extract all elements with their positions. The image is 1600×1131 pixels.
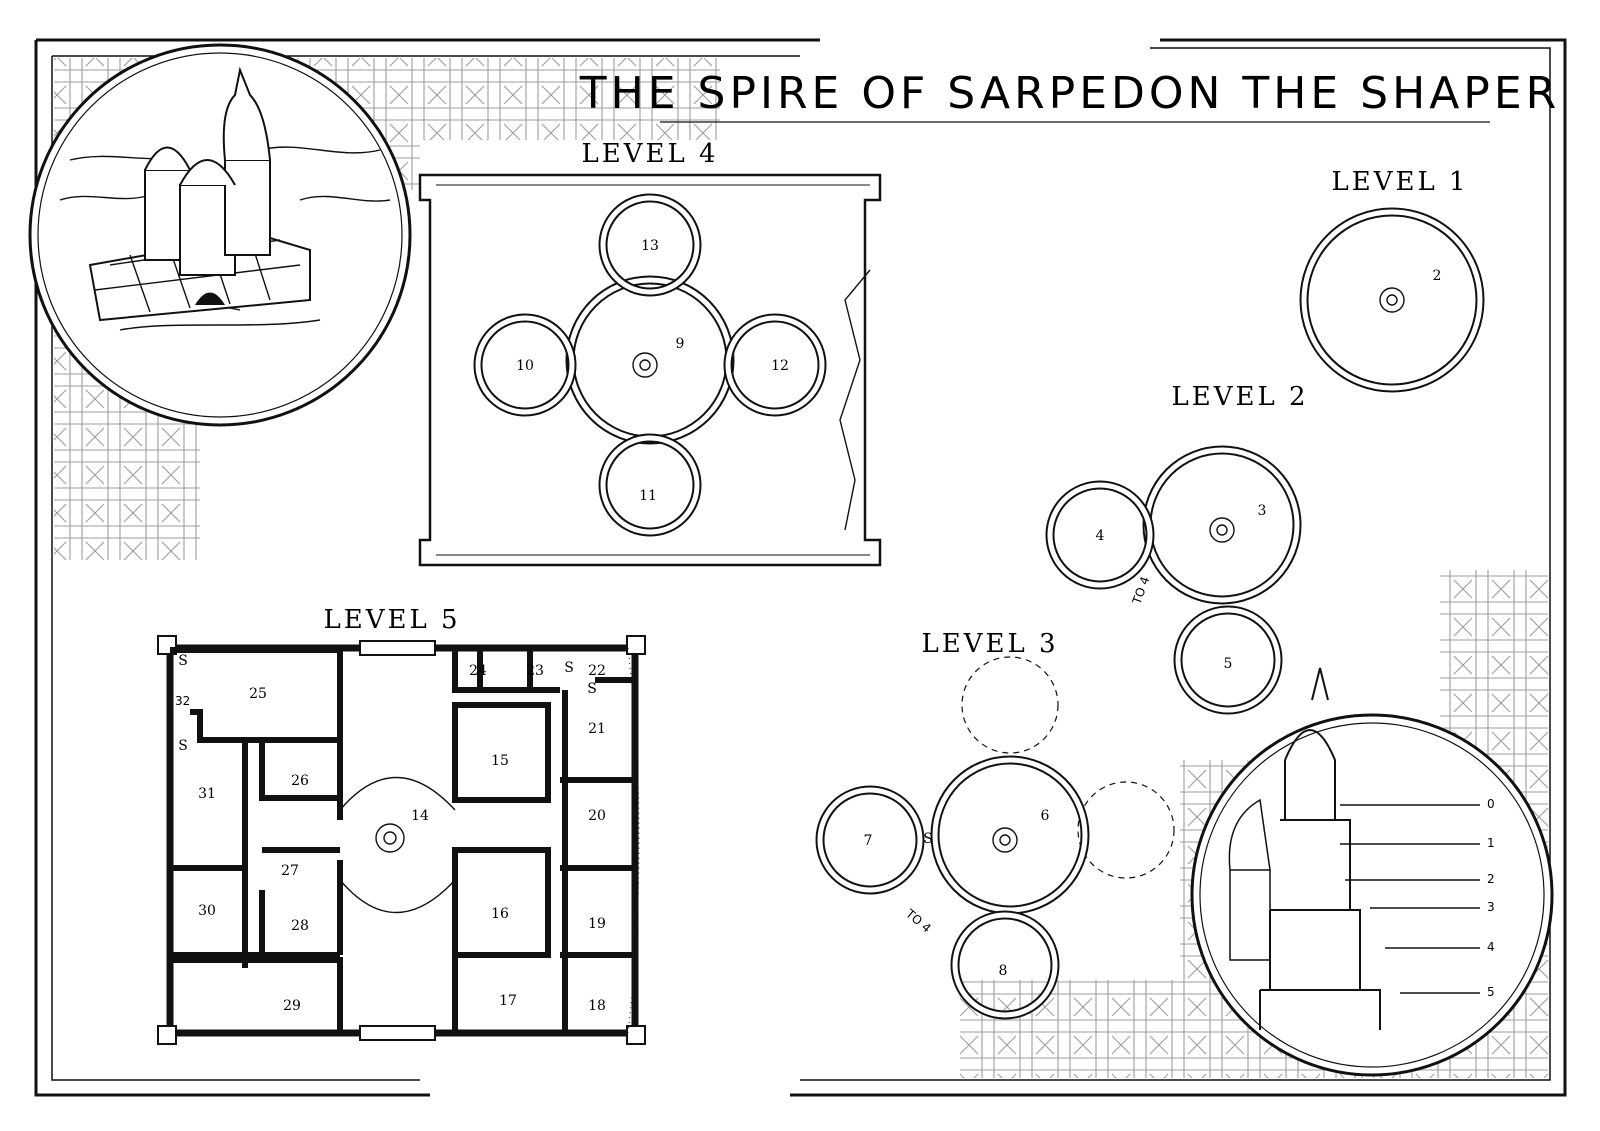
room-16: 16 [491, 906, 509, 922]
room-13: 13 [641, 238, 659, 254]
room-25: 25 [249, 686, 267, 702]
map-title: THE SPIRE OF SARPEDON THE SHAPER [579, 68, 1560, 119]
level-5-label: LEVEL 5 [323, 605, 460, 635]
level-1-plan: LEVEL 1 [1299, 167, 1485, 393]
level-4-plan: LEVEL 4 [418, 139, 882, 567]
room-29: 29 [283, 998, 301, 1014]
elevation-0: 0 [1487, 797, 1495, 811]
elevation-5: 5 [1487, 985, 1495, 999]
room-20: 20 [588, 808, 606, 824]
room-12: 12 [771, 358, 789, 374]
stair-note-level-3: TO 4 [902, 906, 933, 936]
level-1-label: LEVEL 1 [1331, 167, 1468, 197]
room-7: 7 [864, 833, 873, 849]
level-2-label: LEVEL 2 [1171, 382, 1308, 412]
room-30: 30 [198, 903, 216, 919]
elevation-4: 4 [1487, 940, 1495, 954]
room-23: 23 [526, 663, 544, 679]
room-18: 18 [588, 998, 606, 1014]
room-11: 11 [639, 488, 657, 504]
room-24: 24 [469, 663, 487, 679]
stair-note-level-2: TO 4 [1129, 575, 1152, 607]
room-9: 9 [676, 336, 685, 352]
level-4-label: LEVEL 4 [581, 139, 718, 169]
room-19: 19 [588, 916, 606, 932]
spire-illustration [28, 43, 412, 427]
room-4: 4 [1096, 528, 1105, 544]
room-14: 14 [411, 808, 429, 824]
room-3: 3 [1258, 503, 1267, 519]
room-32: 32 [175, 694, 190, 708]
secret-door-level-3: S [923, 831, 933, 847]
room-31: 31 [198, 786, 216, 802]
room-8: 8 [999, 963, 1008, 979]
room-2: 2 [1433, 268, 1442, 284]
room-6: 6 [1041, 808, 1050, 824]
level-3-plan: LEVEL 3 [815, 629, 1175, 1020]
room-27: 27 [281, 863, 299, 879]
elevation-3: 3 [1487, 900, 1495, 914]
level-5-plan: LEVEL 5 [157, 605, 646, 1045]
room-17: 17 [499, 993, 517, 1009]
room-15: 15 [491, 753, 509, 769]
room-26: 26 [291, 773, 309, 789]
room-21: 21 [588, 721, 606, 737]
secret-door-31: S [178, 738, 188, 754]
room-22: 22 [588, 663, 606, 679]
elevation-1: 1 [1487, 836, 1495, 850]
room-5: 5 [1224, 656, 1233, 672]
secret-door-23: S [564, 660, 574, 676]
secret-door-21: S [587, 681, 597, 697]
level-2-plan: LEVEL 2 [1045, 382, 1308, 715]
spire-cross-section [1190, 667, 1554, 1077]
room-28: 28 [291, 918, 309, 934]
room-10: 10 [516, 358, 534, 374]
elevation-2: 2 [1487, 872, 1495, 886]
level-3-label: LEVEL 3 [921, 629, 1058, 659]
secret-door-25: S [178, 653, 188, 669]
